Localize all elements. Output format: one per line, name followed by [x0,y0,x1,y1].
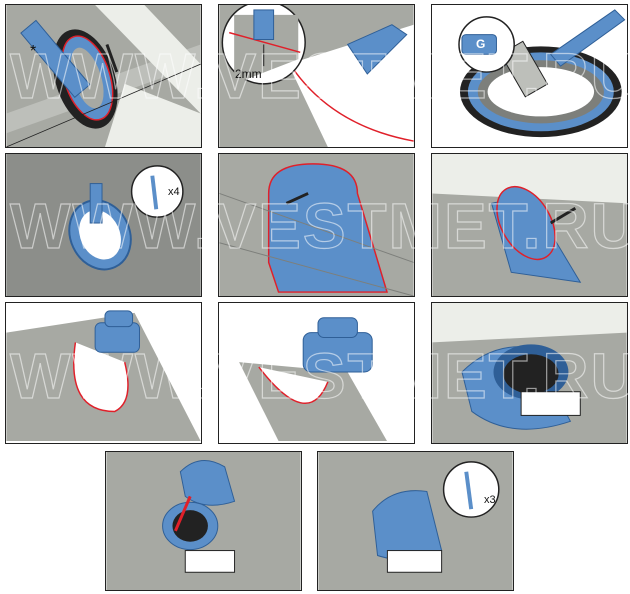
step-3-illustration [432,5,627,147]
step-2-panel: 2mm [218,4,415,148]
step-4-panel: x4 [5,153,202,297]
step-10-illustration [106,452,301,590]
step-5-illustration [219,154,414,296]
step-8-illustration [219,303,414,443]
step-11-panel: x3 [317,451,514,591]
screws-x4-label: x4 [168,186,180,198]
step-8-panel [218,302,415,444]
step-7-illustration [6,303,201,443]
screws-x3-label: x3 [484,494,496,506]
step-7-panel [5,302,202,444]
gap-2mm-label: 2mm [235,67,262,81]
step-1-illustration [6,5,201,147]
sealant-letter-label: G [476,37,485,51]
step-5-panel [218,153,415,297]
step-6-illustration [432,154,627,296]
step-9-illustration [432,303,627,443]
step-10-panel [105,451,302,591]
step-11-illustration [318,452,513,590]
step-3-panel: G [431,4,628,148]
asterisk-label: * [30,43,36,61]
step-1-panel: * [5,4,202,148]
step-9-panel [431,302,628,444]
step-4-illustration [6,154,201,296]
step-6-panel [431,153,628,297]
